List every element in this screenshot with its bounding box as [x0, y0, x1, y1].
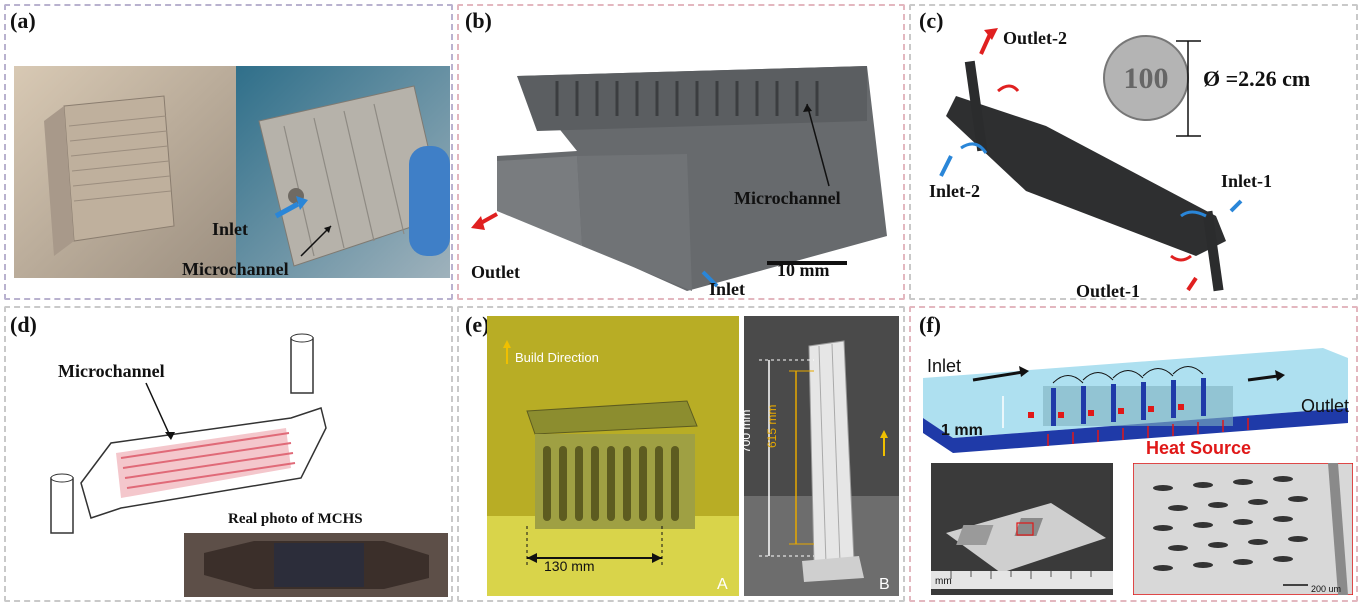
panel-e-sub-b: B: [879, 576, 890, 593]
panel-f-diagram: [923, 348, 1348, 453]
panel-e-tag: (e): [465, 312, 490, 337]
coin-numeral: 100: [1124, 62, 1169, 95]
panel-b-outlet-label: Outlet: [471, 262, 520, 282]
panel-c-diagram: 100: [939, 28, 1243, 292]
panel-e-width-label: 130 mm: [544, 558, 595, 574]
panel-d-tag: (d): [10, 312, 37, 337]
panel-e-photo-a: [487, 316, 739, 596]
panel-b: (b) Microchannel Outlet Inlet 10 mm: [457, 4, 905, 300]
panel-e-height-total-label: 700 mm: [739, 409, 753, 453]
panel-e-build-label: Build Direction: [515, 350, 599, 365]
panel-a-inlet-label: Inlet: [212, 219, 248, 239]
panel-f-scale-label: 200 um: [1311, 584, 1342, 594]
panel-c: (c) 100 Outlet-2 Ø =2.26 cm Inlet-2 Inle…: [909, 4, 1358, 301]
panel-b-inlet-label: Inlet: [709, 279, 745, 299]
panel-f-outlet-label: Outlet: [1301, 396, 1350, 416]
panel-a-microchannel-label: Microchannel: [182, 259, 289, 279]
panel-d: (d) Microchannel Real photo of MCHS: [4, 306, 453, 602]
panel-d-photo: [184, 533, 448, 597]
panel-e: (e) Build Direction 130 mm A: [457, 306, 905, 602]
panel-d-photo-caption: Real photo of MCHS: [228, 511, 363, 527]
panel-f-tag: (f): [919, 312, 941, 337]
panel-f-sem-left: [931, 463, 1113, 595]
panel-c-outlet1-label: Outlet-1: [1076, 281, 1140, 301]
panel-e-sub-a: A: [717, 576, 728, 593]
panel-e-photo-b: [744, 316, 899, 596]
panel-a-photo: [14, 66, 450, 278]
panel-a-arrows: [274, 196, 332, 257]
panel-c-outlet2-label: Outlet-2: [1003, 28, 1067, 48]
panel-b-scale-label: 10 mm: [777, 260, 830, 280]
panel-a: (a) Inlet Microchannel: [4, 4, 453, 300]
panel-f: (f) Inlet Outlet 1 mm Heat Source: [909, 306, 1358, 602]
panel-c-inlet1-label: Inlet-1: [1221, 171, 1272, 191]
panel-a-tag: (a): [10, 8, 36, 33]
panel-d-diagram: [50, 333, 327, 534]
panel-b-microchannel-label: Microchannel: [734, 188, 841, 208]
panel-c-inlet2-label: Inlet-2: [929, 181, 980, 201]
panel-b-tag: (b): [465, 8, 492, 33]
panel-d-microchannel-label: Microchannel: [58, 361, 165, 381]
panel-f-ruler-unit: mm: [935, 576, 952, 587]
panel-b-photo: [471, 66, 887, 291]
panel-f-heat-label: Heat Source: [1146, 438, 1252, 458]
panel-e-height-inner-label: 615 mm: [765, 404, 779, 448]
panel-c-tag: (c): [919, 8, 944, 33]
panel-f-inlet-label: Inlet: [927, 356, 962, 376]
panel-f-thickness-label: 1 mm: [941, 422, 983, 439]
panel-c-diameter-label: Ø =2.26 cm: [1203, 66, 1311, 91]
panel-f-sem-right: [1133, 463, 1353, 595]
